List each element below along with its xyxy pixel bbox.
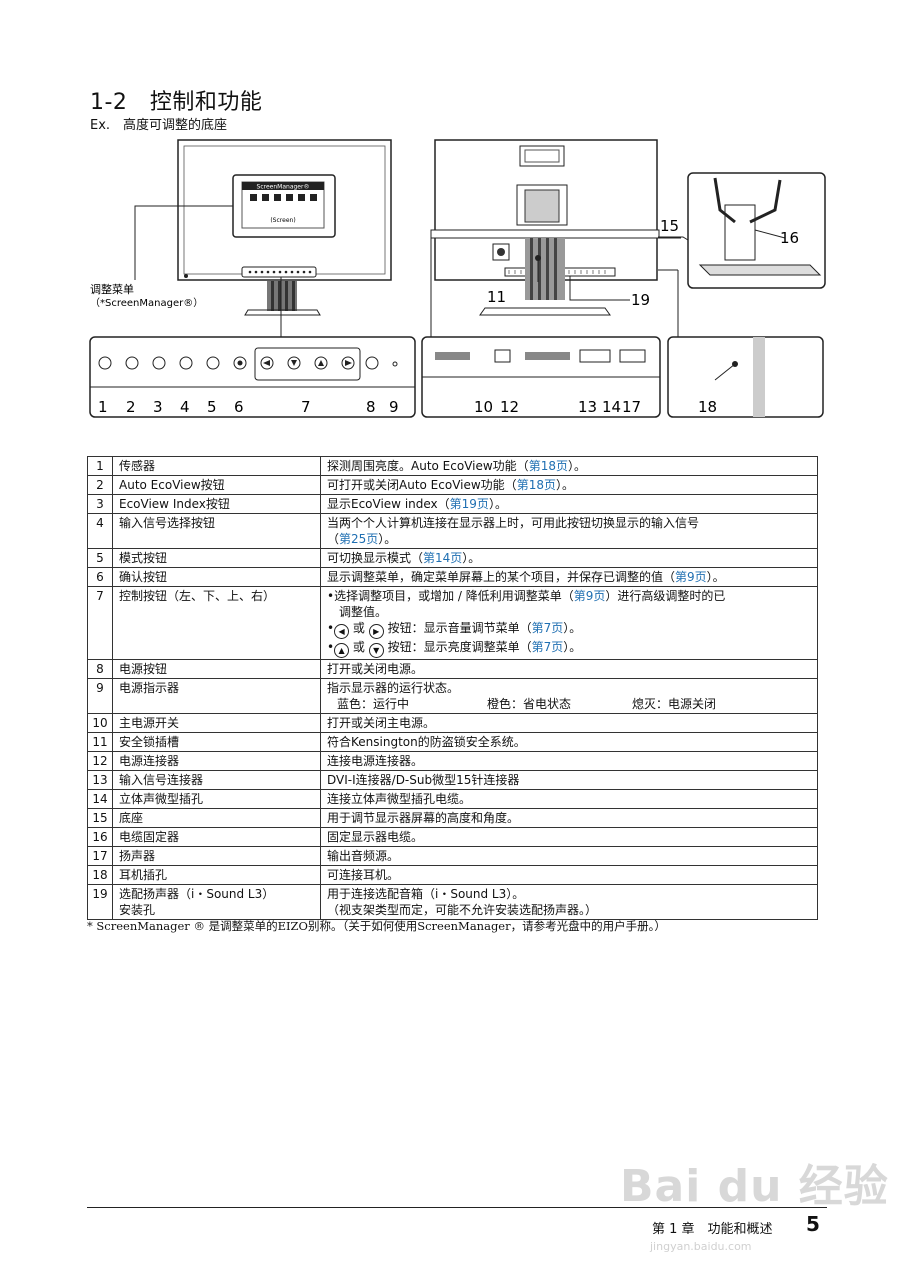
page-link[interactable]: 第7页 xyxy=(531,621,564,635)
callout-13: 13 xyxy=(578,398,597,416)
page-link[interactable]: 第9页 xyxy=(573,589,606,603)
page-number: 5 xyxy=(806,1212,820,1236)
callout-1: 1 xyxy=(98,398,108,416)
section-subtitle: Ex. 高度可调整的底座 xyxy=(90,118,228,133)
monitor-front-view xyxy=(177,139,392,316)
footer-divider xyxy=(87,1207,827,1208)
callout-2: 2 xyxy=(126,398,136,416)
screenmanager-subtitle: (Screen) xyxy=(270,217,295,224)
left-button-icon: ◀ xyxy=(334,624,350,639)
callout-4: 4 xyxy=(180,398,190,416)
right-button-icon: ▶ xyxy=(368,624,384,639)
screenmanager-title: ScreenManager® xyxy=(257,184,310,191)
callout-8: 8 xyxy=(366,398,376,416)
footer-chapter: 第 1 章 功能和概述 xyxy=(652,1222,773,1237)
screenmanager-menu: ScreenManager® (Screen) xyxy=(134,174,336,280)
rear-connector-panel xyxy=(421,336,661,418)
watermark-url: jingyan.baidu.com xyxy=(650,1240,752,1253)
monitor-illustration: ScreenManager® (Screen) 调整菜单 （*ScreenMan… xyxy=(89,139,826,418)
front-control-panel xyxy=(89,336,416,418)
callout-9: 9 xyxy=(389,398,399,416)
page-link[interactable]: 第18页 xyxy=(516,478,556,492)
callout-5: 5 xyxy=(207,398,217,416)
page-link[interactable]: 第25页 xyxy=(339,532,379,546)
adjust-menu-label: 调整菜单 xyxy=(90,282,134,296)
callout-10: 10 xyxy=(474,398,493,416)
callout-14: 14 xyxy=(602,398,621,416)
callout-3: 3 xyxy=(153,398,163,416)
callout-15: 15 xyxy=(660,217,679,235)
callout-16: 16 xyxy=(780,229,799,247)
page-link[interactable]: 第14页 xyxy=(423,551,463,565)
watermark-logo: Bai du 经验 xyxy=(620,1161,889,1212)
cable-holder-inset xyxy=(687,172,826,289)
adjust-menu-note: （*ScreenManager®） xyxy=(90,297,203,309)
page-link[interactable]: 第7页 xyxy=(531,640,564,654)
monitor-rear-view xyxy=(430,139,660,316)
callout-17: 17 xyxy=(622,398,641,416)
callout-11: 11 xyxy=(487,288,506,306)
down-button-icon: ▼ xyxy=(368,643,384,658)
page-link[interactable]: 第19页 xyxy=(449,497,489,511)
page-title: 1-2 控制和功能 xyxy=(90,90,263,115)
callout-7: 7 xyxy=(301,398,311,416)
callout-19: 19 xyxy=(631,291,650,309)
page-link[interactable]: 第18页 xyxy=(528,459,568,473)
footnote: * ScreenManager ® 是调整菜单的EIZO别称。（关于如何使用Sc… xyxy=(87,919,666,933)
callout-18: 18 xyxy=(698,398,717,416)
page-link[interactable]: 第9页 xyxy=(675,570,707,584)
headphone-panel xyxy=(667,336,824,418)
callout-6: 6 xyxy=(234,398,244,416)
up-button-icon: ▲ xyxy=(334,643,350,658)
callout-12: 12 xyxy=(500,398,519,416)
